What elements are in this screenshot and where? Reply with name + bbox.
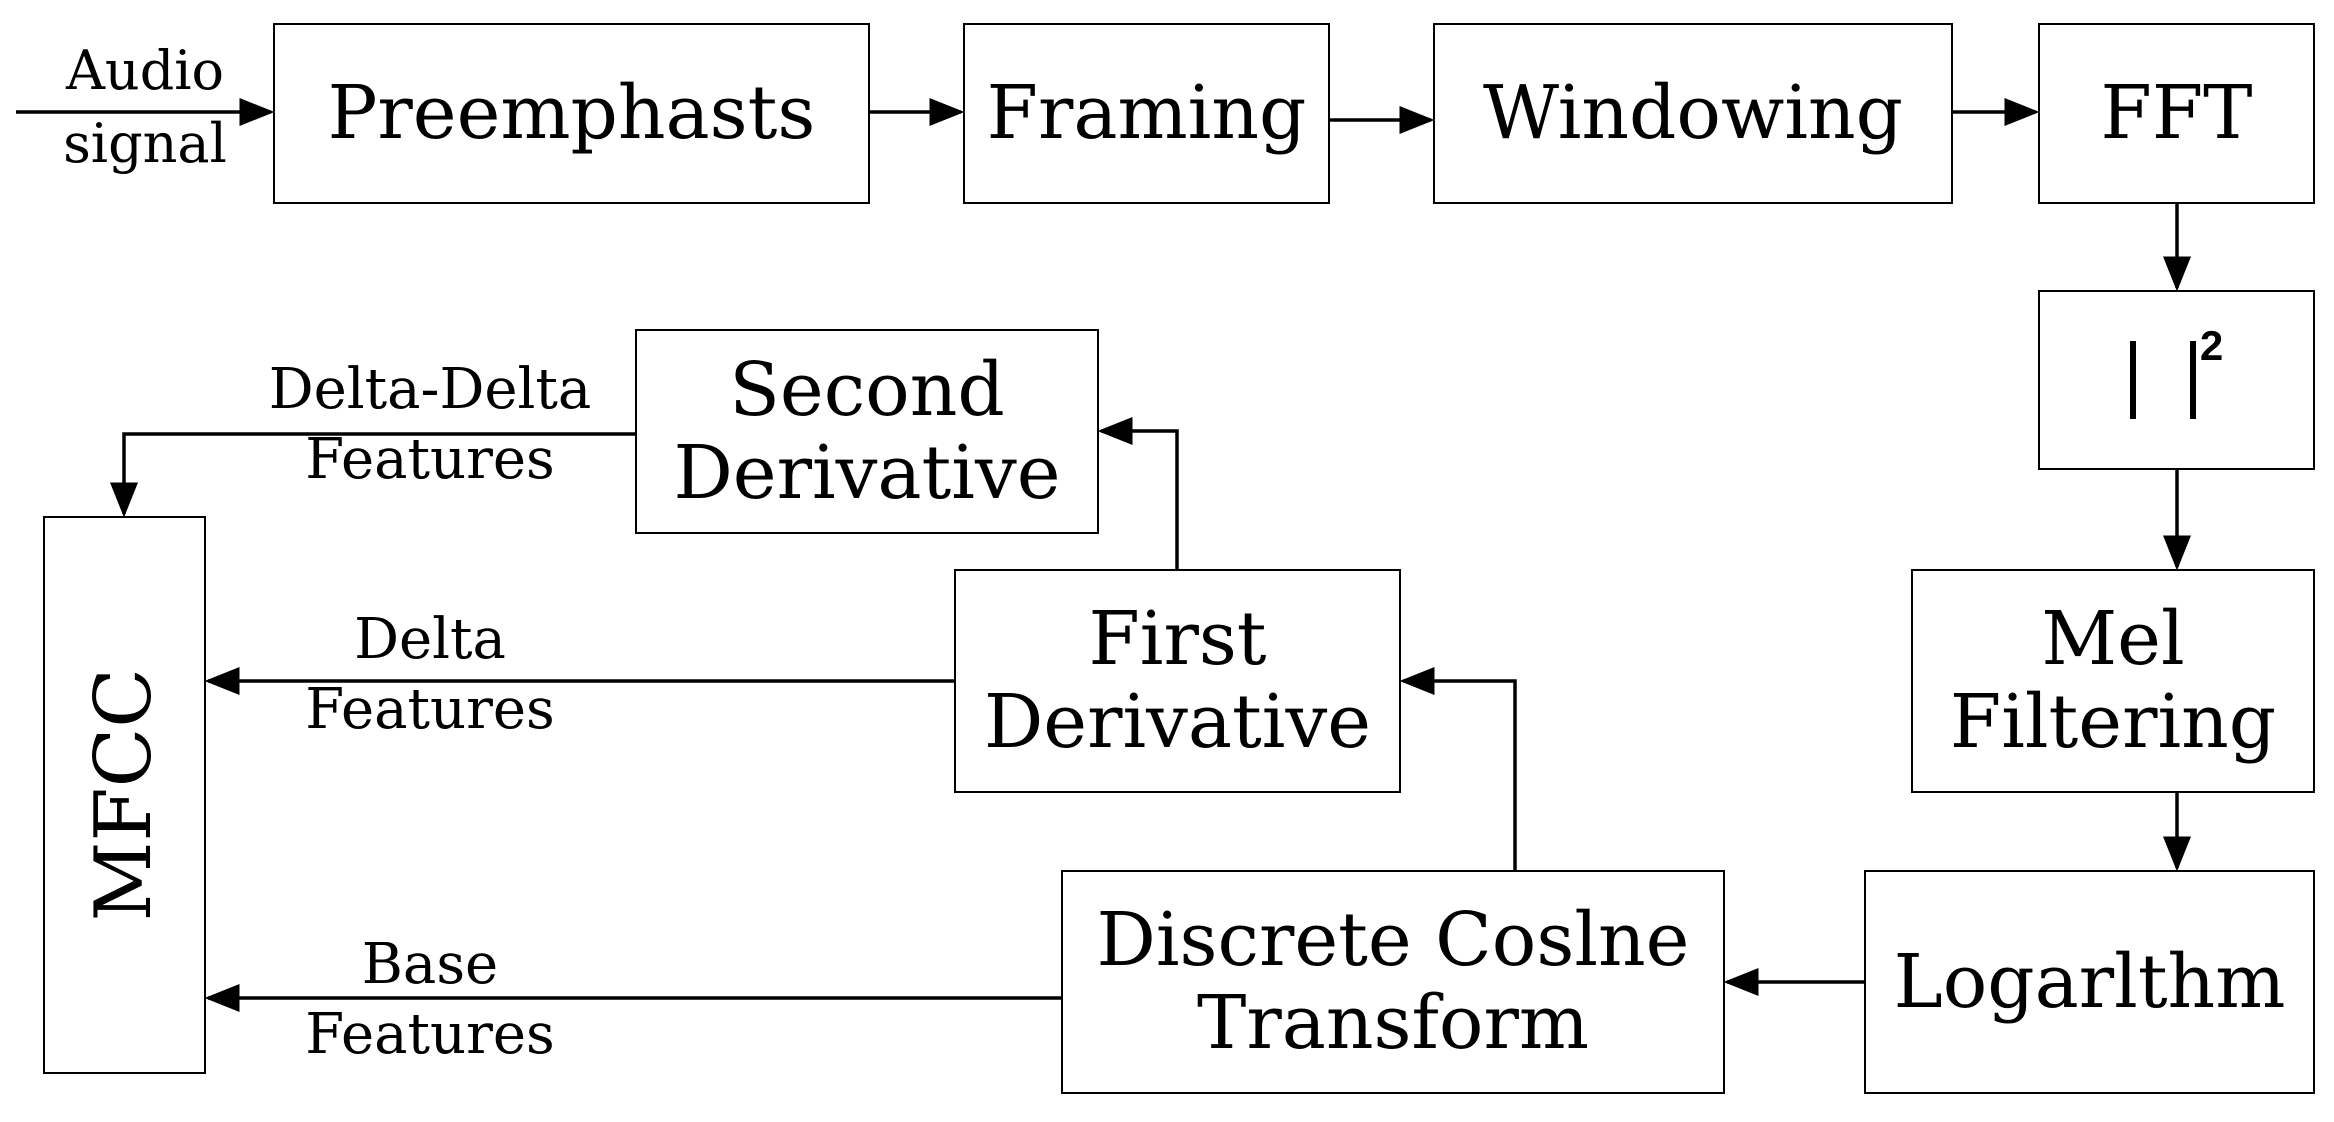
arrow-dct-to-first-derivative [1399, 667, 1517, 870]
abs-left-bar [2129, 341, 2136, 419]
preemphasis-label: Preemphasts [327, 70, 816, 157]
framing-label: Framing [986, 70, 1307, 157]
delta-delta-features-label: Delta-Delta Features [268, 357, 592, 492]
arrow-first-to-second-derivative [1097, 417, 1179, 569]
preemphasis-block: Preemphasts [273, 23, 870, 204]
logarithm-block: Logarlthm [1864, 870, 2315, 1094]
fft-block: FFT [2038, 23, 2315, 204]
mel-filtering-block: Mel Filtering [1911, 569, 2315, 793]
mfcc-block: MFCC [43, 516, 206, 1074]
audio-signal-label: Audio signal [63, 39, 227, 175]
windowing-label: Windowing [1482, 70, 1904, 157]
square-superscript: 2 [2199, 322, 2224, 370]
framing-block: Framing [963, 23, 1330, 204]
windowing-block: Windowing [1433, 23, 1953, 204]
first-derivative-block: First Derivative [954, 569, 1401, 793]
mel-filtering-label: Mel Filtering [1949, 596, 2277, 765]
dct-label: Discrete Coslne Transform [1096, 897, 1690, 1066]
second-derivative-label: Second Derivative [673, 346, 1061, 516]
fft-label: FFT [2100, 70, 2253, 157]
arrow-second-derivative-to-mfcc [110, 432, 635, 518]
second-derivative-block: Second Derivative [635, 329, 1099, 534]
abs-right-bar [2189, 341, 2196, 419]
magnitude-squared-block: 2 [2038, 290, 2315, 470]
logarithm-label: Logarlthm [1893, 938, 2286, 1025]
dct-block: Discrete Coslne Transform [1061, 870, 1725, 1094]
mfcc-label: MFCC [78, 668, 169, 922]
first-derivative-label: First Derivative [983, 596, 1372, 765]
delta-features-label: Delta Features [305, 607, 555, 742]
base-features-label: Base Features [305, 932, 555, 1067]
